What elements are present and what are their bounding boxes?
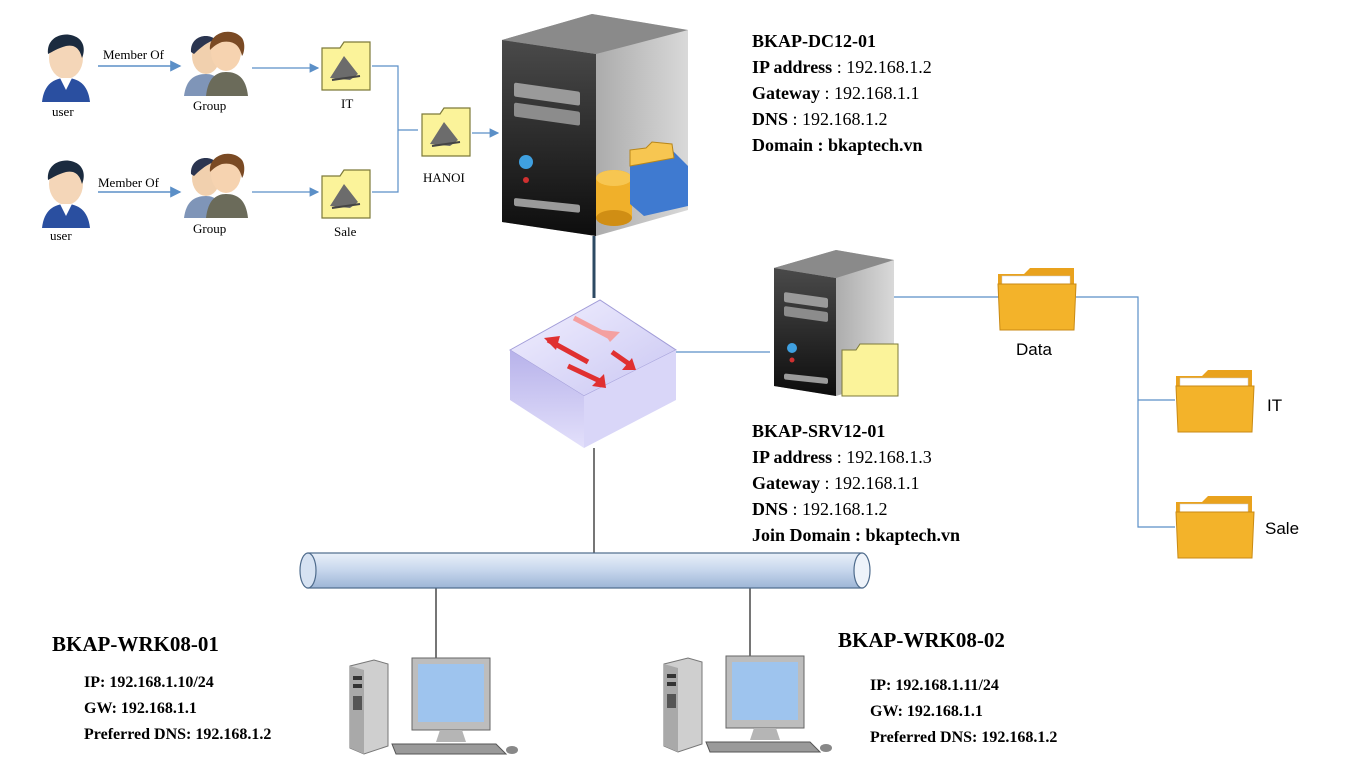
workstation-icon <box>349 657 518 755</box>
ou-label-hanoi: HANOI <box>423 170 465 185</box>
folder-icon <box>1175 496 1255 559</box>
folder-icon <box>997 268 1077 331</box>
member-of-label-2: Member Of <box>98 175 160 190</box>
group-icon <box>184 153 248 218</box>
data-tree-line <box>1076 296 1175 528</box>
user-label-2: user <box>50 228 72 243</box>
network-switch-icon <box>509 299 677 448</box>
user-label-1: user <box>52 104 74 119</box>
wrk2-name: BKAP-WRK08-02 <box>838 628 1005 652</box>
share-label-it: IT <box>1267 396 1283 415</box>
share-label-data: Data <box>1016 340 1052 359</box>
network-bus <box>299 552 871 589</box>
domain-controller-server-icon <box>502 14 688 236</box>
group-label-1: Group <box>193 98 227 113</box>
group-icon <box>184 31 248 96</box>
wrk2-info-block: IP: 192.168.1.11/24 GW: 192.168.1.1 Pref… <box>870 677 1058 746</box>
ou-label-sale: Sale <box>334 224 357 239</box>
group-label-2: Group <box>193 221 227 236</box>
srv-name: BKAP-SRV12-01 <box>752 421 886 441</box>
file-server-icon <box>774 250 899 397</box>
ou-folder-icon <box>421 107 471 157</box>
ou-label-it: IT <box>341 96 354 111</box>
srv-info-block: BKAP-SRV12-01 IP address : 192.168.1.3 G… <box>752 421 961 545</box>
user-icon <box>42 34 90 102</box>
wrk1-name: BKAP-WRK08-01 <box>52 632 219 656</box>
ou-bracket <box>372 65 399 193</box>
dc-name: BKAP-DC12-01 <box>752 31 876 51</box>
user-icon <box>42 160 90 228</box>
workstation-icon <box>663 655 832 753</box>
ou-folder-icon <box>321 41 371 91</box>
share-label-sale: Sale <box>1265 519 1300 538</box>
ou-folder-icon <box>321 169 371 219</box>
wrk1-info-block: IP: 192.168.1.10/24 GW: 192.168.1.1 Pref… <box>84 674 272 743</box>
member-of-label-1: Member Of <box>103 47 165 62</box>
folder-icon <box>1175 370 1255 433</box>
dc-info-block: BKAP-DC12-01 IP address : 192.168.1.2 Ga… <box>752 31 932 155</box>
